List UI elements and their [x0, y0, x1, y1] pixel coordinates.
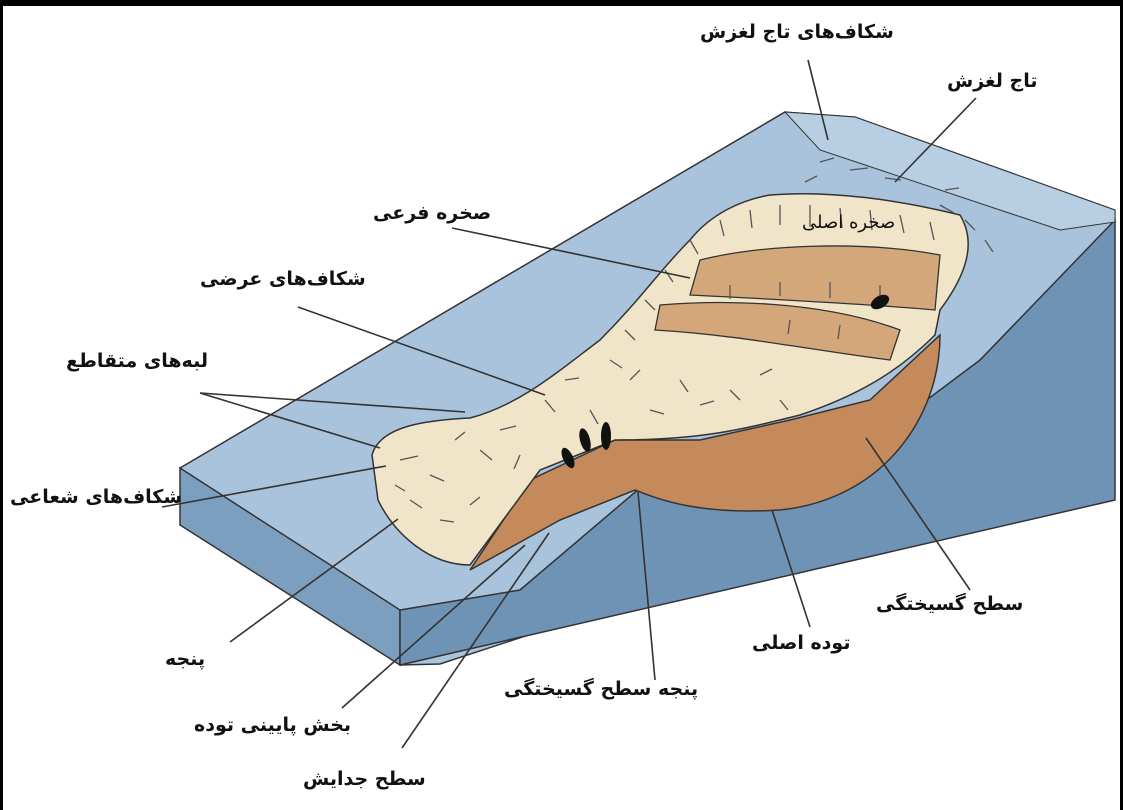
label-crown: تاج لغزش	[947, 72, 1037, 91]
label-separation-surface: سطح جدایش	[303, 770, 426, 789]
label-toe: پنجه	[165, 650, 205, 669]
label-main-scarp: صخره اصلی	[802, 214, 895, 232]
label-crown-cracks: شکاف‌های تاج لغزش	[700, 23, 894, 42]
label-rupture-surface-toe: پنجه سطح گسیختگی	[504, 680, 698, 699]
label-transverse-cracks: شکاف‌های عرضی	[200, 270, 366, 289]
label-minor-scarp: صخره فرعی	[373, 204, 491, 223]
label-intersecting-ridges: لبه‌های متقاطع	[66, 352, 208, 371]
label-main-body: توده اصلی	[752, 634, 850, 653]
label-rupture-surface: سطح گسیختگی	[876, 595, 1023, 614]
label-radial-cracks: شکاف‌های شعاعی	[10, 488, 182, 507]
label-foot: بخش پایینی توده	[194, 716, 351, 735]
